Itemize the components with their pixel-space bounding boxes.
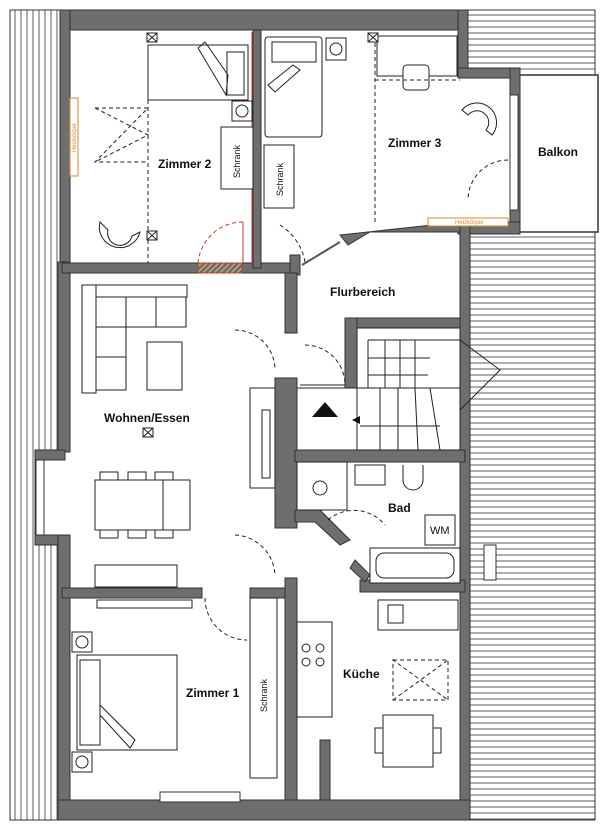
shelf	[96, 599, 193, 609]
room-label-zimmer-1: Zimmer 1	[186, 686, 240, 700]
wardrobe	[220, 126, 254, 190]
room-bad: Bad WM	[296, 461, 461, 584]
room-label-wohnen-essen: Wohnen/Essen	[104, 411, 190, 425]
room-label-zimmer-2: Zimmer 2	[158, 157, 212, 171]
room-zimmer-1: Schrank Zimmer 1	[71, 597, 278, 779]
room-zimmer-2: Schrank Heizkörper Zimmer 2	[69, 32, 254, 264]
radiator	[69, 97, 79, 177]
outer-walls	[34, 9, 521, 821]
arrow-up-icon	[312, 402, 338, 417]
armchair	[98, 221, 141, 249]
room-kueche: Küche	[296, 599, 459, 768]
room-zimmer-3: Schrank Heizkörper Zimmer 3	[263, 32, 509, 266]
toilet	[402, 465, 424, 491]
washing-machine	[424, 514, 456, 546]
room-label-balkon: Balkon	[538, 145, 578, 159]
tv-board	[94, 564, 178, 588]
wardrobe	[263, 144, 295, 209]
armchair	[461, 102, 498, 136]
wardrobe-label: Schrank	[275, 162, 285, 196]
interior-walls	[61, 29, 466, 801]
kitchen-table	[382, 714, 434, 768]
radiator-label: Heizkörper	[455, 220, 484, 226]
room-flurbereich: Flurbereich	[297, 285, 501, 451]
stove	[301, 643, 325, 667]
wardrobe-label: Schrank	[232, 144, 242, 178]
washing-machine-label: WM	[430, 525, 450, 537]
balcony: Balkon	[517, 74, 599, 233]
radiator-label: Heizkörper	[72, 123, 78, 152]
shower	[296, 461, 348, 511]
desk-chair	[402, 64, 430, 91]
wardrobe	[249, 597, 278, 779]
room-label-zimmer-3: Zimmer 3	[388, 136, 442, 150]
room-label-bad: Bad	[388, 501, 411, 515]
dining-table	[94, 471, 191, 539]
coffee-table	[146, 341, 183, 391]
wardrobe-label: Schrank	[259, 678, 269, 712]
staircase	[356, 327, 461, 451]
roof-left	[9, 9, 61, 821]
sofa	[81, 284, 188, 394]
sink	[354, 464, 386, 486]
room-label-flurbereich: Flurbereich	[330, 285, 395, 299]
kitchen-unit	[296, 621, 333, 718]
room-wohnen-essen: Wohnen/Essen	[81, 284, 276, 588]
radiator	[427, 217, 509, 227]
room-label-kueche: Küche	[343, 667, 380, 681]
